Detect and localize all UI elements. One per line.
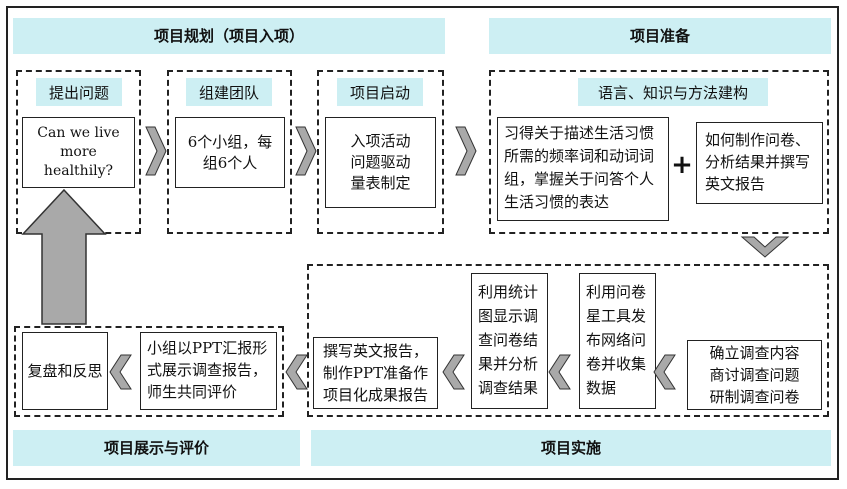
stage-implement [307, 264, 829, 417]
review-box: 复盘和反思 [22, 332, 108, 410]
band-show: 项目展示与评价 [13, 430, 300, 466]
chevron-left-icon [285, 354, 308, 390]
diagram-frame [6, 6, 839, 480]
implement-step1-box: 确立调查内容 商讨调查问题 研制调查问卷 [687, 340, 822, 410]
knowledge-left-box: 习得关于描述生活习惯所需的频率词和动词词组，掌握关于问答个人生活习惯的表达 [497, 117, 669, 221]
stage-show [14, 326, 284, 417]
chevron-right-icon [295, 126, 317, 176]
implement-step2-box: 利用问卷星工具发布网络问卷并收集数据 [579, 273, 656, 409]
stage-team [167, 70, 292, 234]
plus-sign: + [671, 150, 693, 180]
stage-launch [317, 70, 444, 234]
chevron-right-icon [145, 126, 167, 176]
chevron-left-icon [548, 354, 571, 390]
implement-step3-box: 利用统计图显示调查问卷结果并分析调查结果 [471, 273, 548, 409]
stage-knowledge-tag: 语言、知识与方法建构 [578, 78, 768, 106]
launch-box: 入项活动 问题驱动 量表制定 [325, 117, 436, 208]
stage-question-tag: 提出问题 [36, 78, 122, 106]
team-box: 6个小组，每组6个人 [175, 117, 285, 188]
band-prepare: 项目准备 [489, 18, 831, 54]
chevron-right-icon [455, 126, 477, 176]
stage-team-tag: 组建团队 [186, 78, 272, 106]
band-implement: 项目实施 [311, 430, 831, 466]
chevron-down-icon [740, 236, 790, 258]
chevron-left-icon [109, 354, 132, 390]
present-box: 小组以PPT汇报形式展示调查报告，师生共同评价 [140, 332, 277, 410]
knowledge-right-box: 如何制作问卷、分析结果并撰写英文报告 [696, 122, 823, 204]
implement-step4-box: 撰写英文报告， 制作PPT准备作 项目化成果报告 [313, 337, 438, 409]
arrow-up-icon [21, 188, 107, 325]
question-box: Can we live more healthily? [22, 117, 135, 188]
stage-launch-tag: 项目启动 [337, 78, 423, 106]
stage-knowledge [489, 70, 829, 234]
band-plan: 项目规划（项目入项） [13, 18, 445, 54]
chevron-left-icon [442, 354, 465, 390]
chevron-left-icon [653, 354, 676, 390]
